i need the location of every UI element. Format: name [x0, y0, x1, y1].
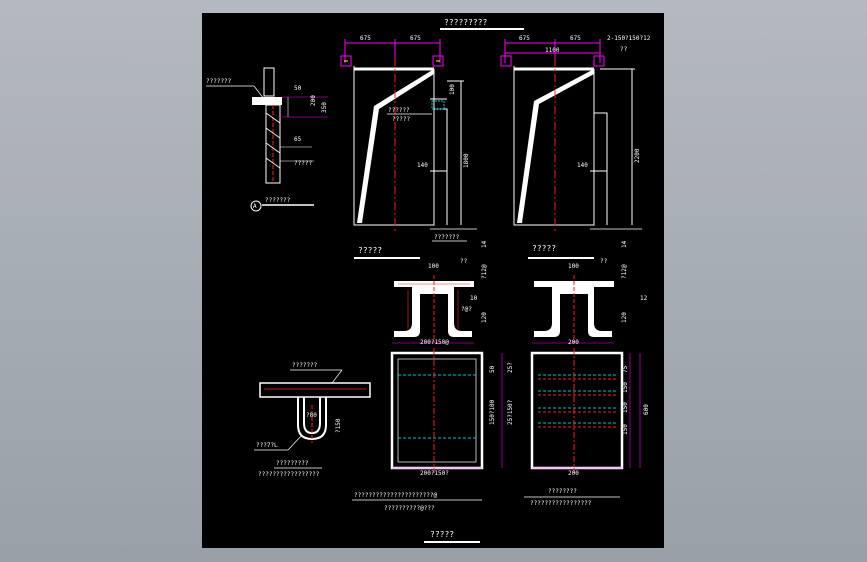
- note-4: ?????????????????: [530, 500, 592, 507]
- detail-a-d5: 65: [294, 136, 302, 143]
- plan2-r1: 75: [622, 365, 629, 373]
- sec1-d1: 100: [428, 263, 439, 270]
- detail-a-d4: 350: [321, 102, 328, 113]
- joint-t2: ?????????????????: [258, 471, 320, 478]
- plan2-total: 600: [643, 404, 650, 415]
- plan2-r4: 150: [622, 424, 629, 435]
- elev1-note1: ??????: [388, 107, 410, 114]
- joint-d1: ?80: [306, 412, 317, 419]
- detail-a-d3: 200: [310, 95, 317, 106]
- elev2-dim-b: 675: [570, 35, 581, 42]
- sec2-d2: ??: [600, 258, 608, 265]
- sec2-title: ?????: [532, 244, 556, 253]
- note-2: ??????????@???: [384, 505, 435, 512]
- sec2-d5: 12: [640, 295, 648, 302]
- elev2-width: 1100: [545, 47, 560, 54]
- elevation-2: 675 675 1100 2-150?150?12 ?? 2200 140: [500, 35, 651, 233]
- plan2-bottom: 200: [568, 470, 579, 477]
- elev1-dim-a: 675: [360, 35, 371, 42]
- joint-d3: ???7?L: [256, 442, 278, 449]
- sec2-d1: 100: [568, 263, 579, 270]
- detail-a-tag-circle: [250, 200, 262, 212]
- joint-t1: ?????????: [276, 460, 309, 467]
- elev2-dim-a: 675: [519, 35, 530, 42]
- sec2-bottom: 200: [568, 339, 579, 346]
- note-1: ??????????????????????@: [354, 492, 437, 499]
- sec1-d4: ?12@: [481, 264, 488, 279]
- plan1-r3: 150?100: [489, 399, 496, 425]
- elev2-bolt: 2-150?150?12: [607, 35, 651, 42]
- sec1-d2: ??: [460, 258, 468, 265]
- plan1-bottom: 200?150?: [420, 470, 449, 477]
- plan-1: 50 25? 150?100 25?150? 200?150?: [390, 348, 514, 477]
- plan-2: 75 150 150 150 600 200: [530, 348, 650, 477]
- section-2: ????? 100 ?? 14 ?12@ 12 120 200: [528, 240, 648, 346]
- sec1-d7: 120: [481, 312, 488, 323]
- elev2-h1: 140: [577, 162, 588, 169]
- elev2-bolt2: ??: [620, 46, 628, 53]
- sec1-bottom: 200?150@: [420, 339, 449, 346]
- plan2-r2: 150: [622, 382, 629, 393]
- sec2-d6: 120: [621, 312, 628, 323]
- elev2-v: 2200: [634, 148, 641, 163]
- sec2-d4: ?12@: [621, 264, 628, 279]
- joint-d2: ?150: [335, 418, 342, 433]
- plan1-r1: 50: [489, 365, 496, 373]
- title-bottom: ?????: [430, 530, 454, 539]
- detail-a: ??????? 50 20 200 350 65 ????? A ???????: [206, 67, 328, 212]
- drawing-sheet: ????????? 675 675 100 1800 140 ?????? ??…: [202, 13, 664, 548]
- detail-a-tag: A: [253, 203, 257, 210]
- notes: ??????????????????????@ ??????????@??? ?…: [352, 488, 620, 512]
- plan1-r4: 25?150?: [507, 399, 514, 425]
- sec1-d6: ?@?: [461, 306, 472, 313]
- title-top: ?????????: [444, 18, 488, 27]
- elev1-ground: ???????: [434, 234, 460, 241]
- section-1: ????? 100 ?? 14 ?12@ 10 ?@? 120 200?150@: [354, 240, 488, 346]
- detail-a-label: ???????: [206, 78, 232, 85]
- elev1-h1: 140: [417, 162, 428, 169]
- sec1-d5: 10: [470, 295, 478, 302]
- sec1-d3: 14: [481, 240, 488, 248]
- detail-a-note: ?????: [294, 160, 312, 167]
- drawing-canvas: ????????? 675 675 100 1800 140 ?????? ??…: [206, 18, 651, 543]
- elevation-1: 675 675 100 1800 140 ?????? ????? ??????…: [340, 35, 477, 242]
- detail-a-d2: 20: [266, 100, 274, 107]
- elev1-v1: 100: [449, 84, 456, 95]
- plan1-r2: 25?: [507, 362, 514, 373]
- detail-a-d1: 50: [294, 85, 302, 92]
- detail-a-title: ???????: [265, 197, 291, 204]
- elev1-dim-b: 675: [410, 35, 421, 42]
- note-3: ????????: [548, 488, 577, 495]
- plan2-r3: 150: [622, 402, 629, 413]
- sec1-title: ?????: [358, 246, 382, 255]
- joint-label: ???????: [292, 362, 318, 369]
- elev1-v2: 1800: [463, 153, 470, 168]
- sec2-d3: 14: [621, 240, 628, 248]
- joint-detail: ??????? ?80 ?150 ???7?L ????????? ??????…: [254, 362, 371, 478]
- elev1-note2: ?????: [392, 116, 410, 123]
